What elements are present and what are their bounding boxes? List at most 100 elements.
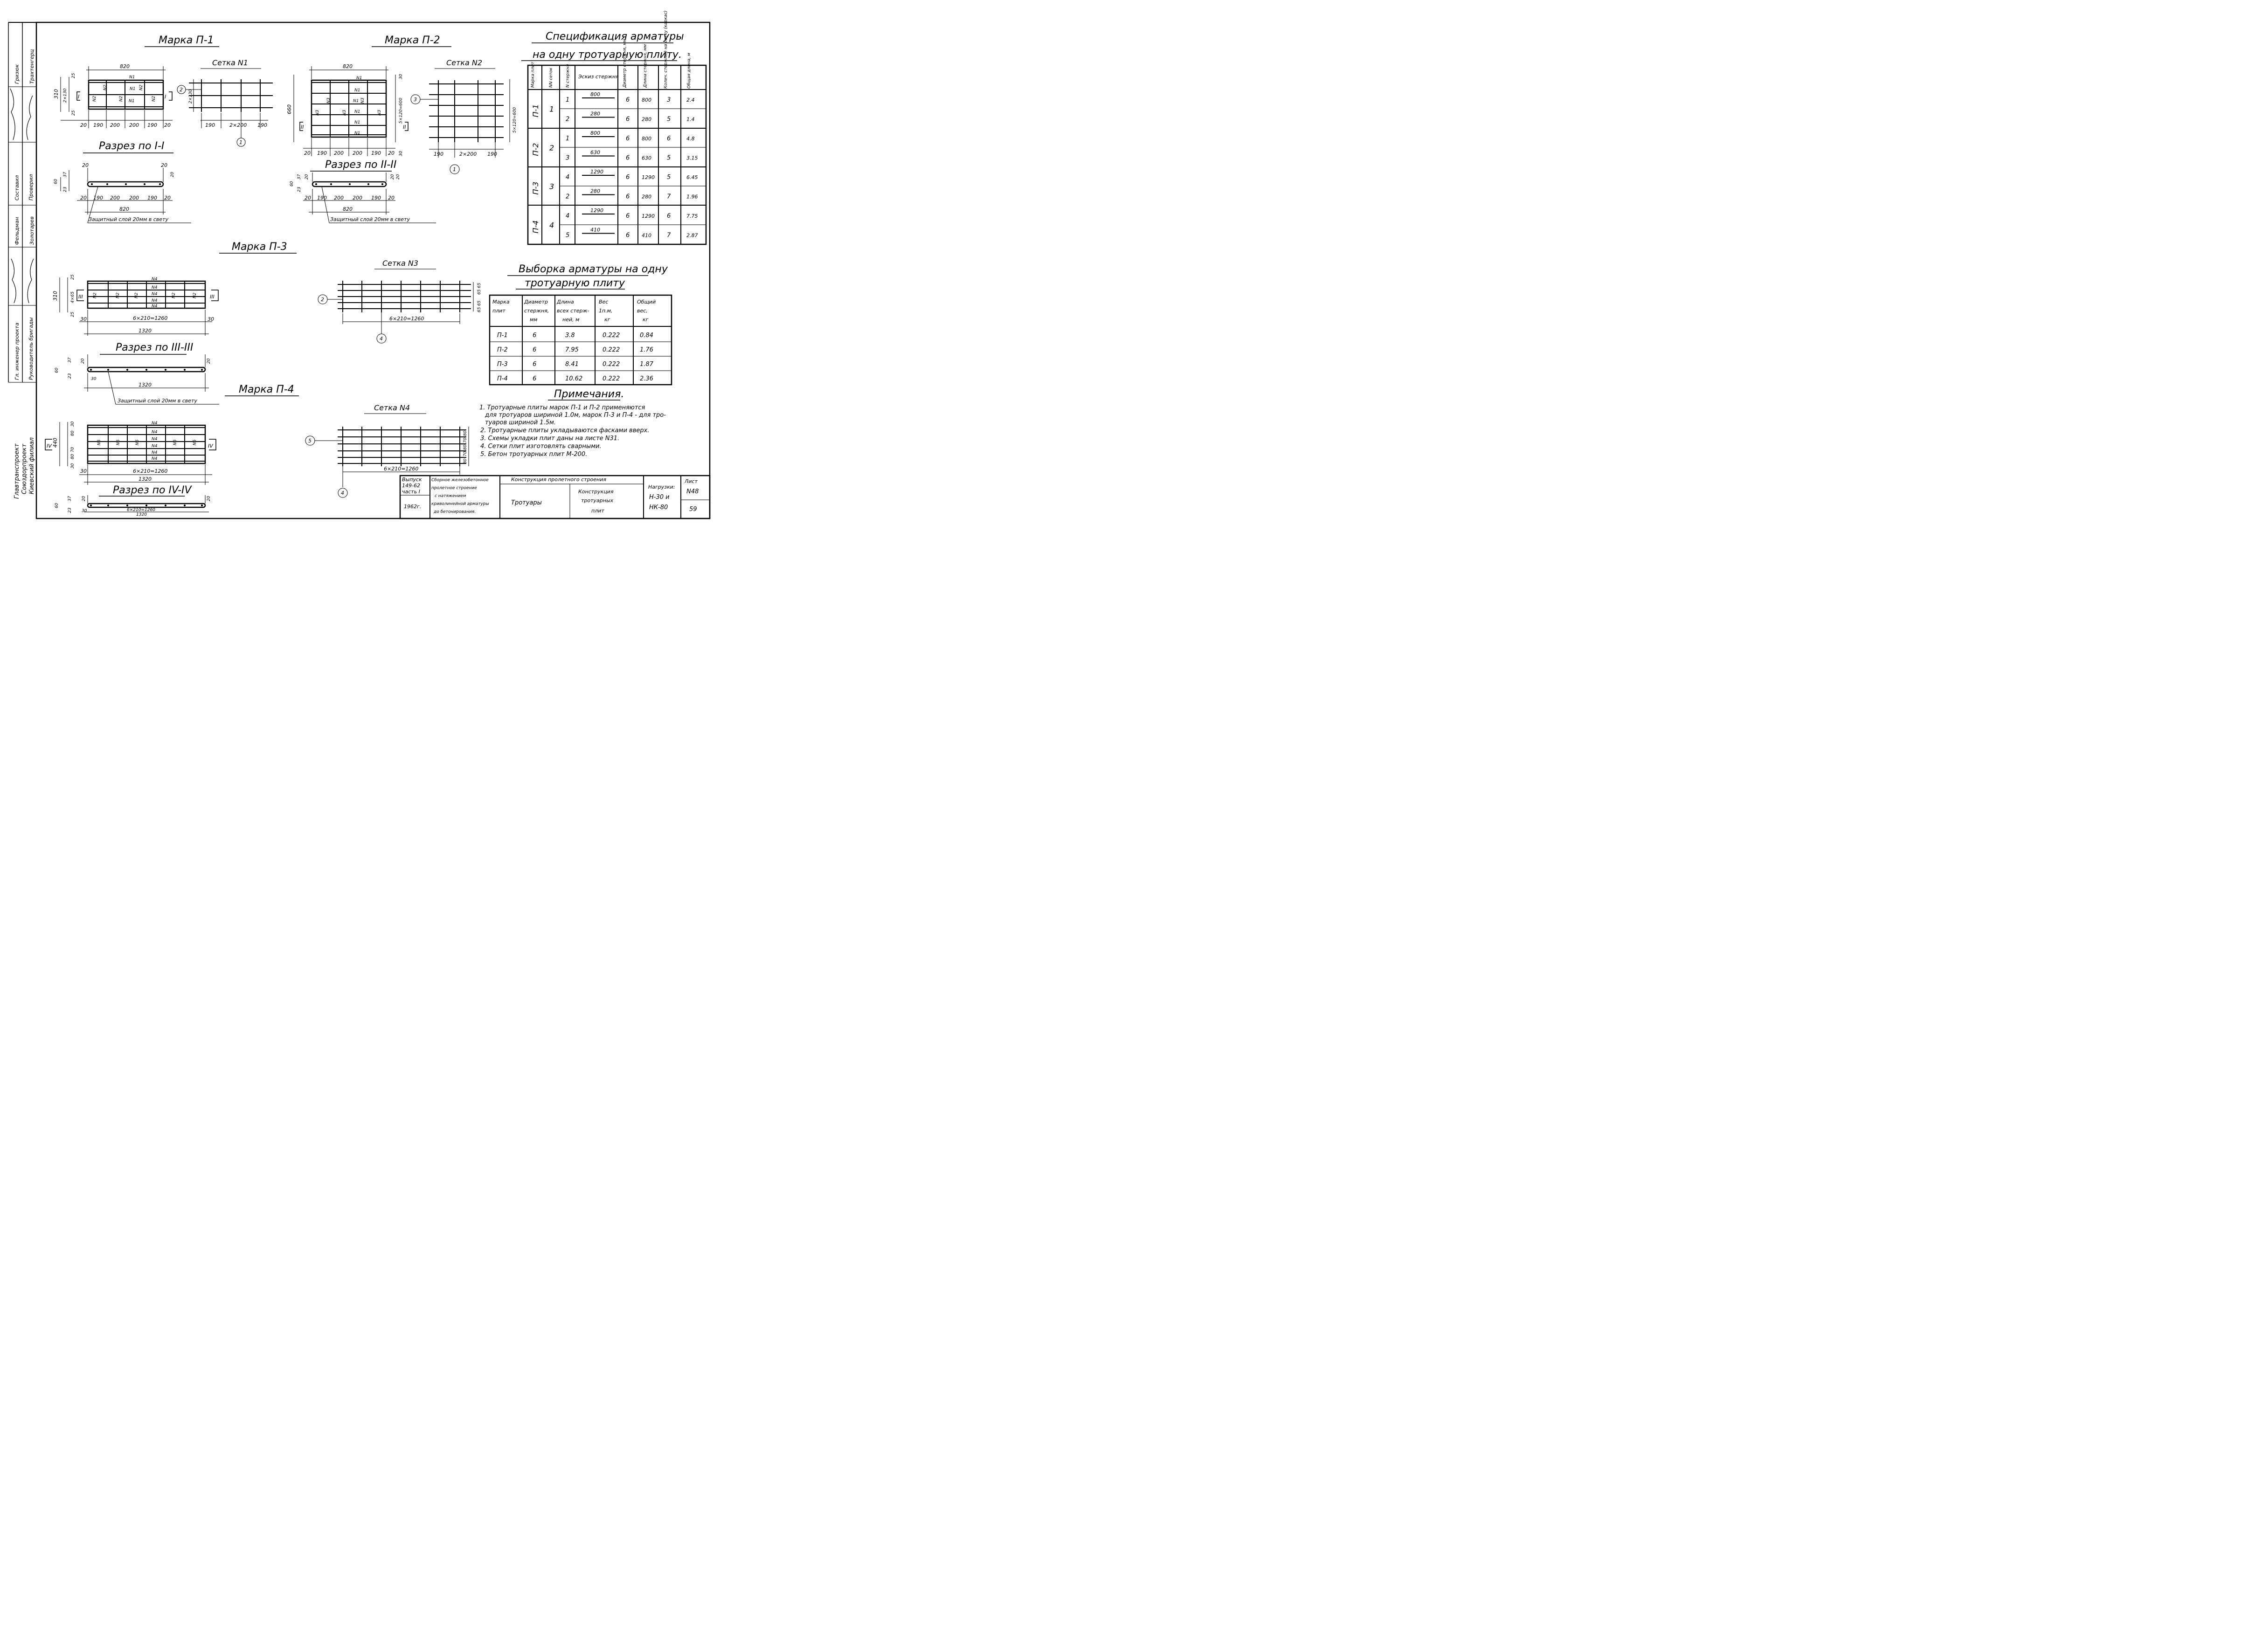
spec-sketch: 410 <box>590 227 600 233</box>
bar-label-n3: N3 <box>342 110 347 116</box>
note-line-4: 2. Тротуарные плиты укладываются фасками… <box>480 427 649 434</box>
bar-label-n4: N4 <box>152 292 158 297</box>
dim-mesh3-s0: 65 <box>477 283 482 288</box>
spec-dia: 6 <box>626 232 630 239</box>
dim-cut2-top-1: 20 <box>390 174 395 180</box>
notes-title: Примечания. <box>554 388 624 400</box>
tb-loads-0: Нагрузки: <box>648 484 675 490</box>
selection-header-cell: плит <box>492 308 506 314</box>
dim-cut4-s2: 23 <box>68 507 72 513</box>
bar-label-n3: N3 <box>315 110 320 116</box>
tb-drawing-0: Конструкция <box>578 489 614 495</box>
selection-cell: 0.222 <box>603 375 620 382</box>
bar-label-n5: N5 <box>173 439 178 445</box>
dim-p1-b3: 200 <box>129 122 139 128</box>
signature-3 <box>11 258 16 304</box>
spec-qty: 7 <box>667 193 671 200</box>
spec-dia: 6 <box>626 135 630 142</box>
bar-label-n5: N5 <box>116 439 121 445</box>
bar-label-n3: N3 <box>326 97 331 104</box>
tb-page-no: 59 <box>689 506 697 513</box>
dim-cut1-s2: 23 <box>63 187 68 192</box>
dim-p2-s3: 30 <box>399 151 403 156</box>
selection-cell: 0.222 <box>603 346 620 353</box>
spec-bar: 4 <box>566 174 569 181</box>
callout-mesh2-side: 3 <box>414 97 417 103</box>
spec-h-mark: Марка плит <box>531 62 535 88</box>
sidebar: Главтранспроект Союздорпроект Киевский ф… <box>10 49 35 499</box>
mesh-title-2: Сетка N2 <box>446 58 482 67</box>
tb-issue-0: Выпуск <box>402 477 422 483</box>
dim-cut1-b3: 200 <box>129 195 139 201</box>
bar-label-n1: N1 <box>354 88 360 93</box>
spec-total: 6.45 <box>686 174 698 180</box>
plan-p1: 820 N1 N1 N1 N2 N2 N2 N2 N2 20 190 200 2… <box>53 63 173 128</box>
dim-cut4-end: 30 <box>82 509 87 513</box>
dim-cut1-b0: 20 <box>80 195 87 201</box>
spec-qty: 7 <box>667 232 671 239</box>
cut-mark-I-right: I <box>165 94 166 100</box>
dim-cut2-b1: 190 <box>317 195 327 201</box>
dim-cut1-b2: 200 <box>110 195 120 201</box>
plan-p2: 820 N1 N1 N1 N1 N1 N1 N3 N3 N3 N3 N3 660… <box>286 63 409 156</box>
dim-p2-b2: 200 <box>334 150 344 156</box>
dim-p2-b1: 190 <box>317 150 327 156</box>
dim-cut2-b0: 20 <box>305 195 311 201</box>
cut-mark-II-left: II <box>301 124 304 130</box>
spec-sketch: 800 <box>590 130 600 136</box>
spec-h-bar: N стержня <box>566 64 570 88</box>
spec-sketch: 280 <box>590 188 600 194</box>
dim-p3-s2: 4×65 <box>70 291 75 303</box>
dim-cut2-b4: 190 <box>371 195 381 201</box>
callout-mesh4-side: 5 <box>308 438 312 444</box>
cover-note-2: Защитный слой 20мм в свету <box>330 216 410 222</box>
spec-title-1: Спецификация арматуры <box>546 31 684 42</box>
dim-mesh3-s3: 65 <box>477 307 482 312</box>
dim-cut3-s1: 37 <box>68 357 72 363</box>
dim-p1-b0: 20 <box>80 122 87 128</box>
spec-dia: 6 <box>626 193 630 200</box>
callout-mesh3-bottom: 4 <box>380 336 383 342</box>
spec-mark: П-2 <box>531 143 540 156</box>
selection-header-cell: мм <box>530 317 538 323</box>
spec-h-len: Длина стержня, мм <box>643 44 648 88</box>
note-line-1: 1. Тротуарные плиты марок П-1 и П-2 прим… <box>479 404 645 411</box>
spec-sketch: 280 <box>590 111 600 117</box>
mesh-1: 2×130 190 2×200 190 2 1 <box>177 79 273 147</box>
name-4: Золотарев <box>29 216 35 245</box>
spec-qty: 6 <box>667 213 671 220</box>
cut-mark-IV-left: IV <box>47 443 52 449</box>
dim-cut2-s0: 60 <box>290 181 294 187</box>
dim-p3-e1: 30 <box>208 316 214 322</box>
selection-cell: 1.87 <box>640 361 654 368</box>
spec-dia: 6 <box>626 213 630 220</box>
tb-drawing-2: плит <box>591 508 604 514</box>
dim-p3-s0: 25 <box>70 274 75 280</box>
bar-label-n1: N1 <box>354 131 360 136</box>
spec-h-qty: Колич. стержней на сетку (каркас) <box>664 11 668 89</box>
role-compiled: Составил <box>14 175 20 200</box>
cut-p2: Разрез по II-II 20 20 60 37 23 20 20 190… <box>290 159 436 223</box>
cut-mark-III-right: III <box>210 294 215 300</box>
dim-mesh4-s4: 80 <box>463 458 468 464</box>
callout-mesh2-bottom: 1 <box>453 166 456 173</box>
callout-mesh4-bottom: 4 <box>341 490 344 496</box>
tb-issue-2: часть I <box>402 489 420 495</box>
bar-label-n3: N3 <box>377 110 382 116</box>
dim-cut1-top-0: 20 <box>82 162 89 168</box>
selection-cell: П-4 <box>497 375 508 382</box>
dim-mesh1-side: 2×130 <box>188 89 193 104</box>
dim-cut1-s1: 37 <box>63 172 68 177</box>
dim-p2-s0: 30 <box>399 74 403 79</box>
name-1: Трахтенгерц <box>29 49 35 84</box>
dim-mesh4-bottom: 6×210=1260 <box>384 466 418 472</box>
selection-header-cell: кг <box>643 317 649 323</box>
tb-desc-1: пролетное строение <box>431 486 477 491</box>
spec-dia: 6 <box>626 154 630 161</box>
bar-label-n4: N4 <box>152 430 158 435</box>
dim-p1-b2: 200 <box>110 122 120 128</box>
dim-p1-s3: 25 <box>71 110 76 116</box>
spec-bar: 1 <box>566 135 569 142</box>
spec-mesh: 3 <box>549 182 554 191</box>
